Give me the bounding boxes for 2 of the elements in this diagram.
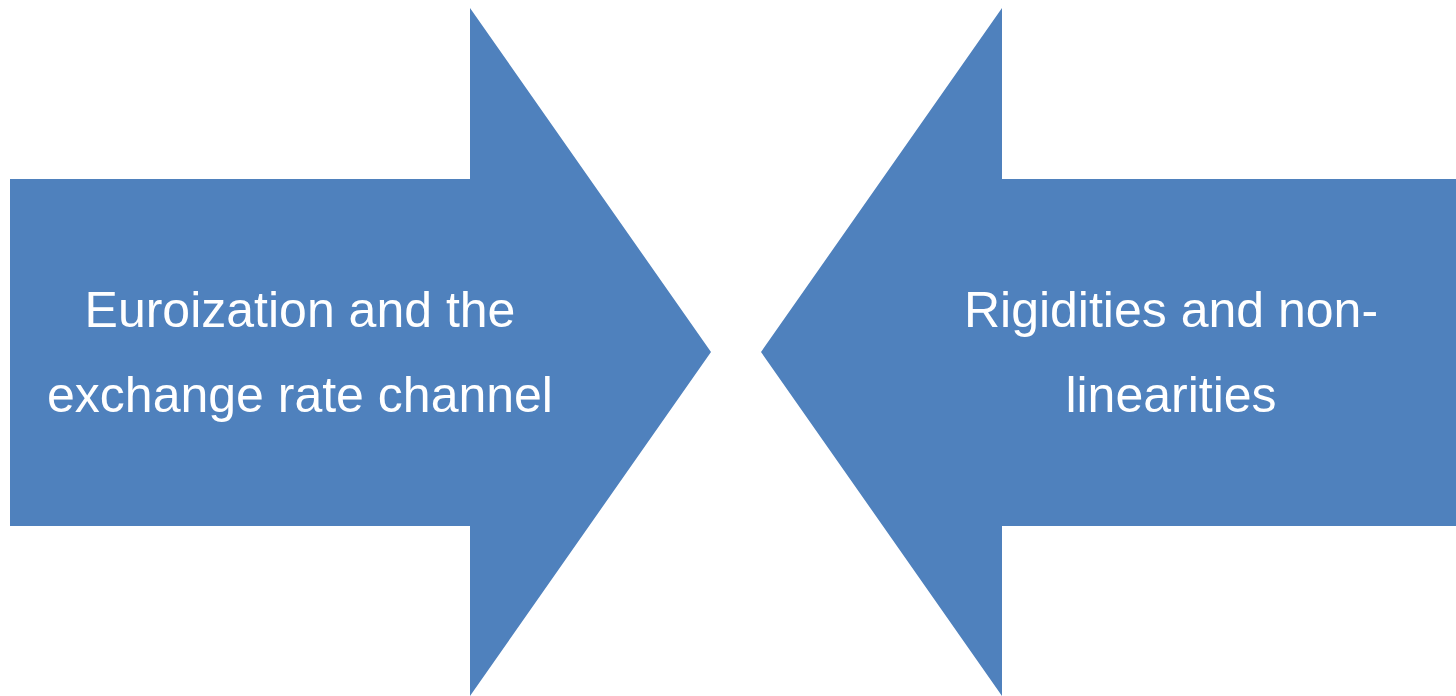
arrow-label: Rigidities and non-linearities (962, 280, 1380, 425)
arrow-label: Euroization and the exchange rate channel (46, 280, 554, 425)
